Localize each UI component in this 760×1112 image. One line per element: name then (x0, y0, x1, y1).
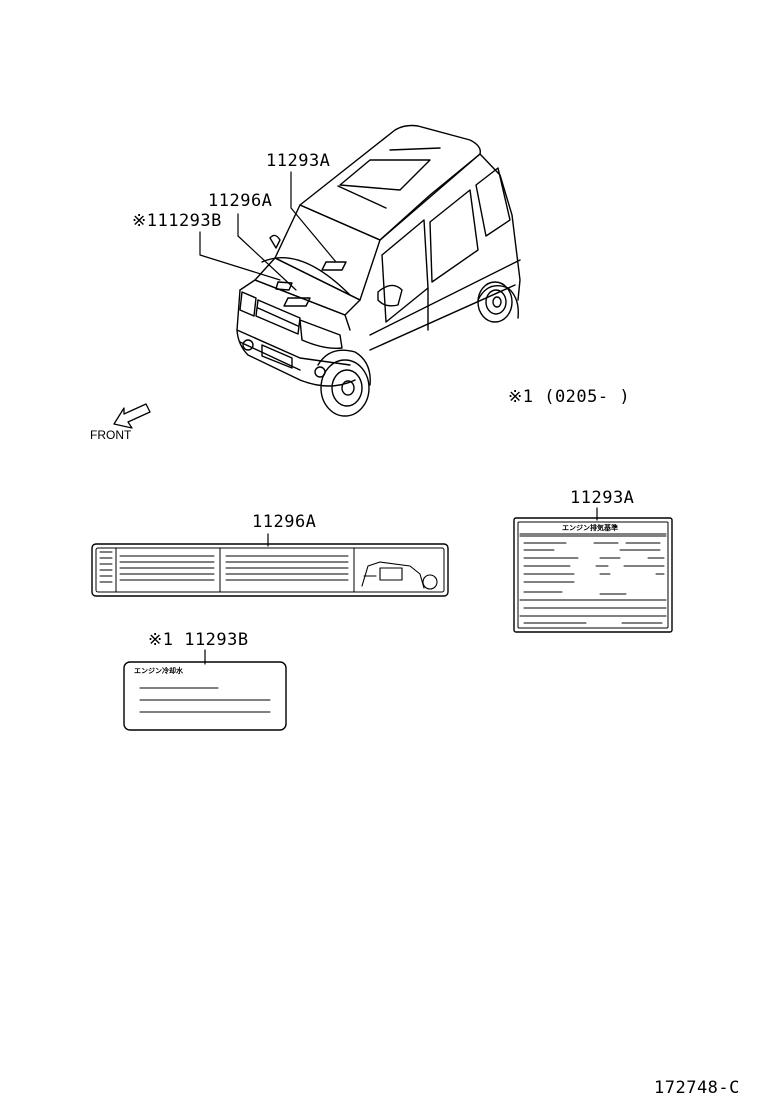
label-11296a-drawing (91, 533, 449, 597)
callout-11293a-detail: 11293A (570, 488, 635, 508)
callout-11293b-detail: ※1 11293B (148, 630, 249, 650)
label-11293a-drawing (513, 507, 673, 633)
callout-11293b-vehicle: ※111293B (132, 211, 222, 231)
applicability-note: ※1 (0205- ) (508, 387, 631, 407)
engine-emission-label-text: エンジン排気基準 (562, 524, 618, 532)
front-arrow-icon (113, 403, 151, 429)
engine-coolant-label-text: エンジン冷却水 (134, 667, 183, 675)
front-direction-label: FRONT (90, 428, 132, 442)
callout-11293a-vehicle: 11293A (266, 151, 331, 171)
callout-11296a-vehicle: 11296A (208, 191, 273, 211)
callout-11296a-detail: 11296A (252, 512, 317, 532)
label-11293b-drawing (123, 649, 287, 731)
vehicle-drawing (236, 124, 521, 417)
diagram-code: 172748-C (654, 1078, 740, 1098)
callout-leader-lines (199, 171, 337, 291)
